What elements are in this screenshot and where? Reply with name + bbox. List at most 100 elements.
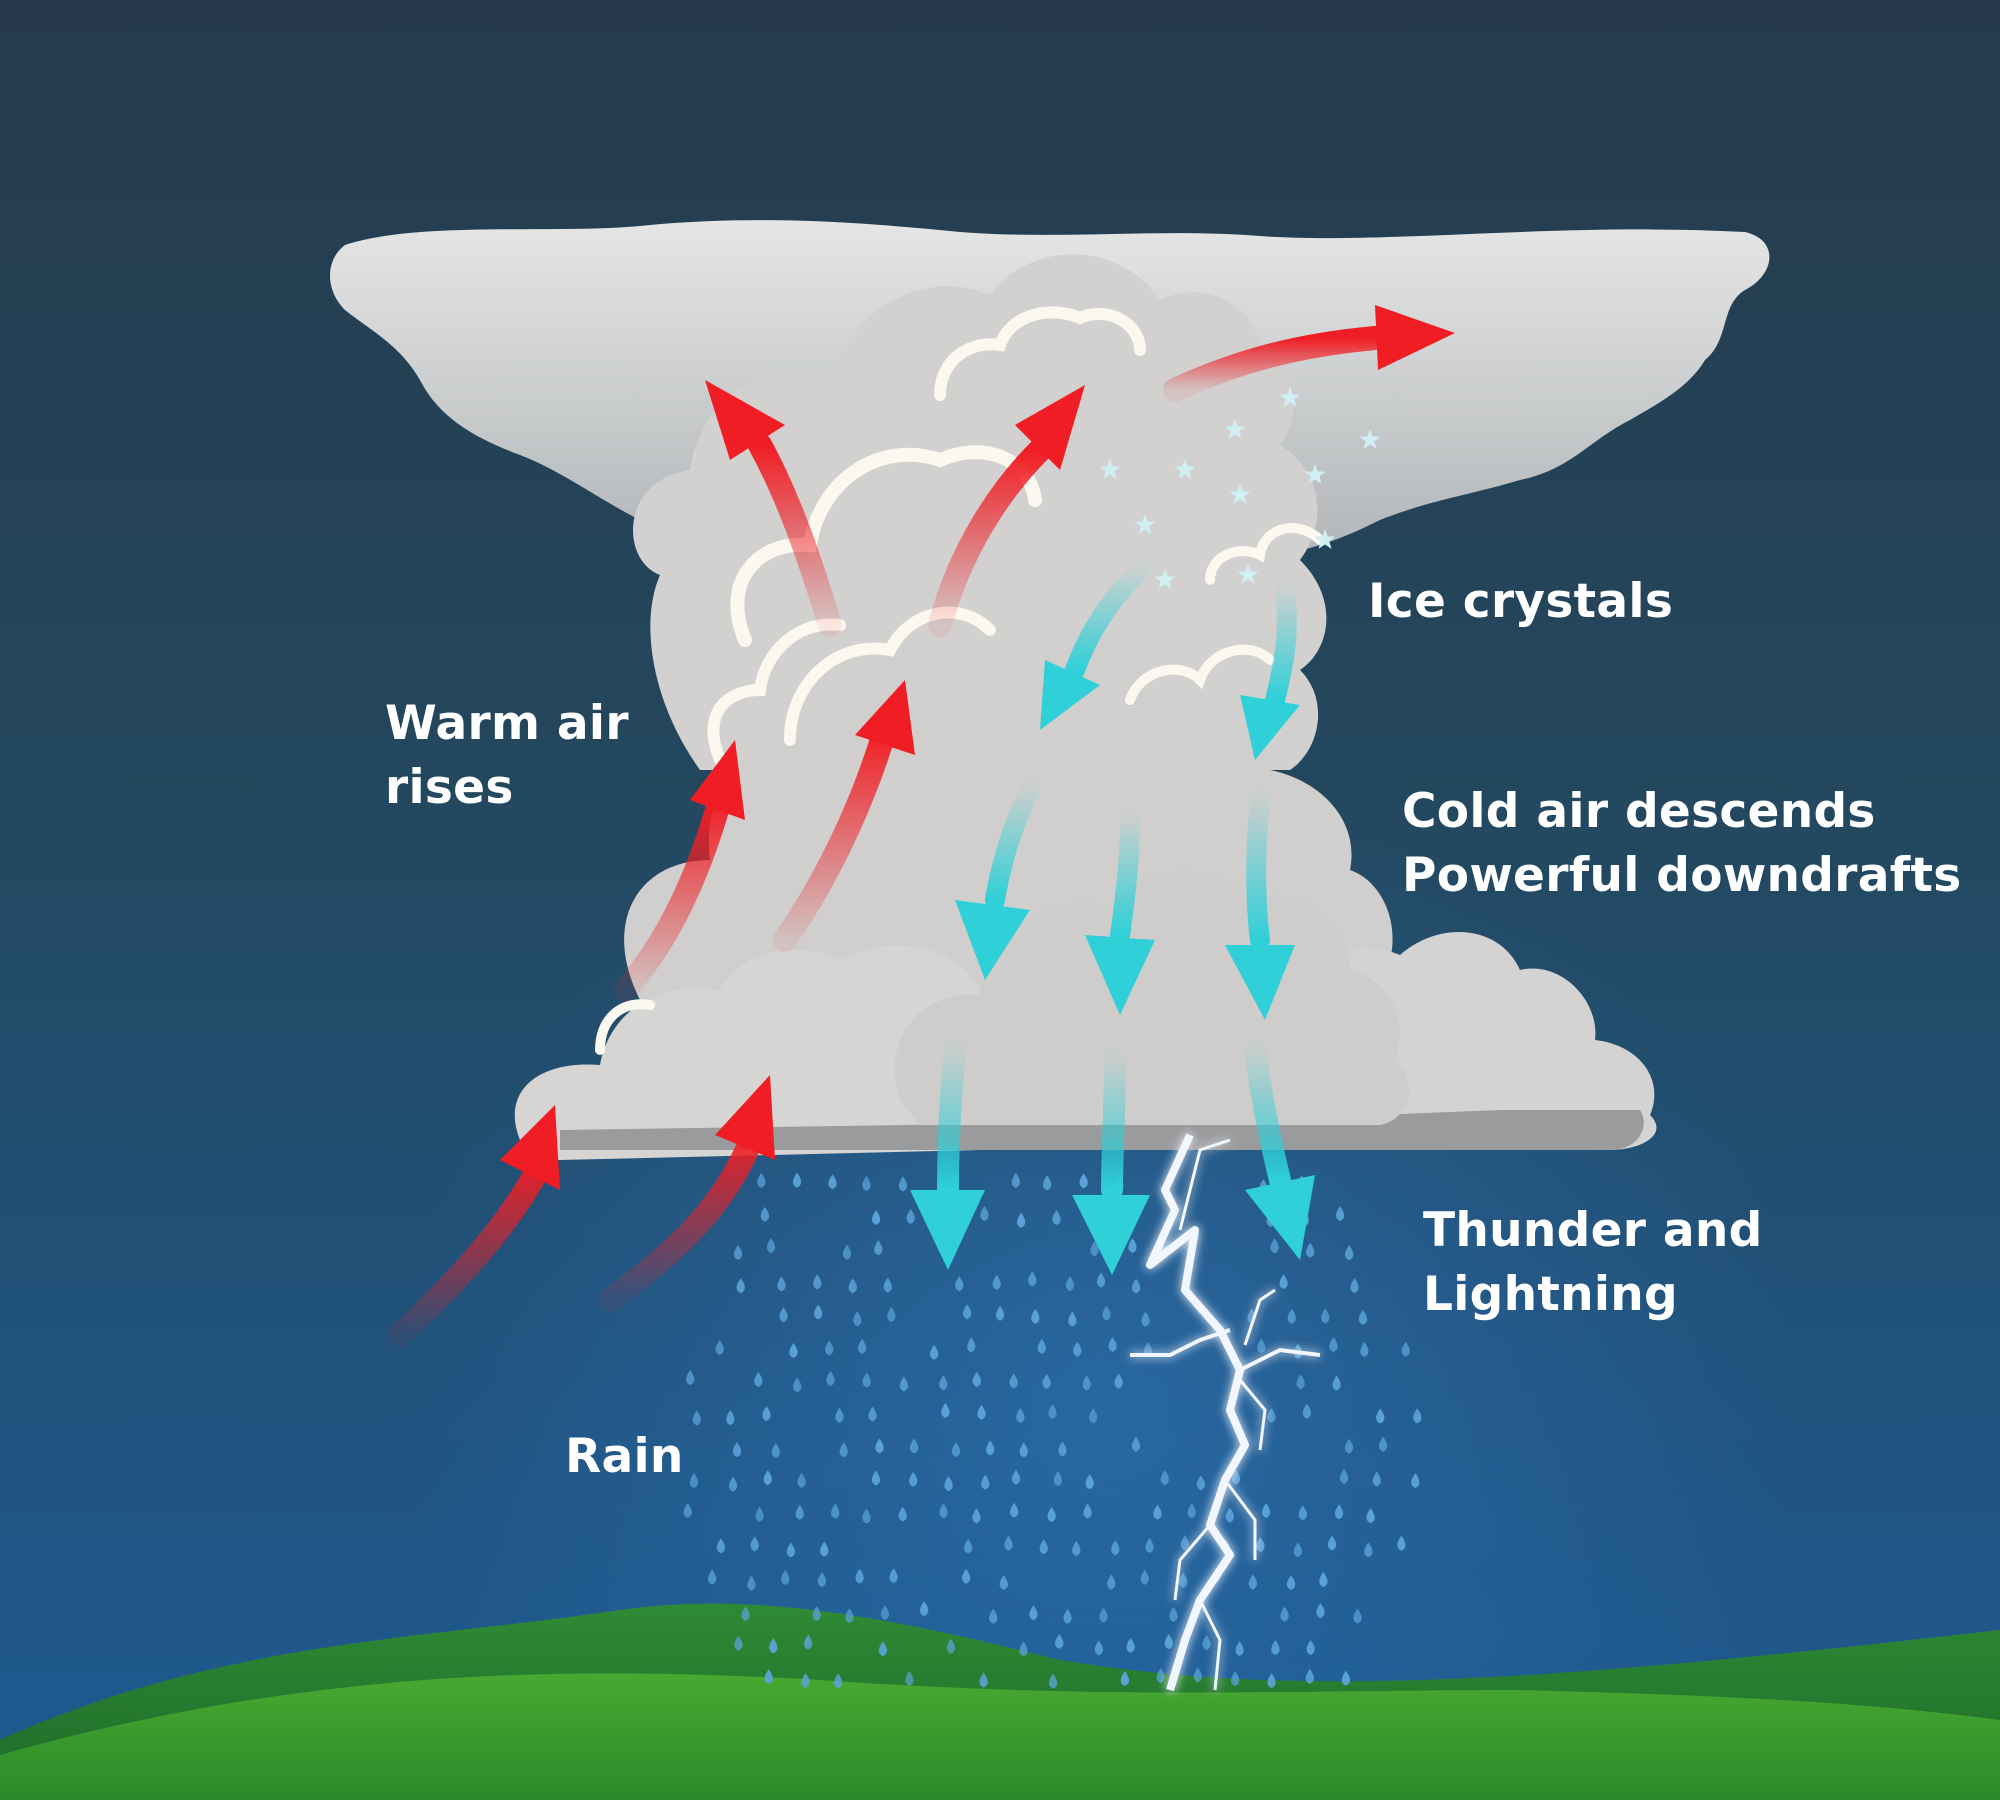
raindrop-icon bbox=[1055, 1634, 1064, 1650]
raindrop-icon bbox=[1225, 1507, 1234, 1523]
cold-air-label-line-1: Cold air descends bbox=[1402, 784, 1876, 839]
raindrop-icon bbox=[834, 1673, 843, 1689]
raindrop-icon bbox=[1048, 1404, 1057, 1420]
raindrop-icon bbox=[1321, 1308, 1330, 1324]
raindrop-icon bbox=[1327, 1535, 1337, 1551]
star-icon bbox=[1237, 564, 1259, 584]
raindrop-icon bbox=[1047, 1507, 1056, 1523]
raindrop-icon bbox=[1231, 1469, 1241, 1485]
raindrop-icon bbox=[862, 1508, 871, 1524]
raindrop-icon bbox=[1028, 1271, 1037, 1287]
thunder-lightning-label-line-1: Thunder and bbox=[1423, 1203, 1763, 1258]
cold-air-label: Cold air descends Powerful downdrafts bbox=[1402, 780, 1962, 908]
raindrop-icon bbox=[1141, 1311, 1150, 1327]
raindrop-icon bbox=[1004, 1535, 1013, 1551]
raindrop-icon bbox=[883, 1277, 892, 1293]
raindrop-icon bbox=[868, 1406, 877, 1422]
raindrop-icon bbox=[1187, 1503, 1196, 1519]
raindrop-icon bbox=[814, 1304, 823, 1320]
raindrop-icon bbox=[871, 1210, 881, 1226]
raindrop-icon bbox=[909, 1438, 919, 1454]
raindrop-icon bbox=[1256, 1537, 1265, 1553]
raindrop-icon bbox=[1065, 1276, 1075, 1292]
raindrop-icon bbox=[1073, 1341, 1082, 1357]
raindrop-icon bbox=[1271, 1640, 1280, 1656]
raindrop-icon bbox=[1267, 1407, 1276, 1423]
raindrop-icon bbox=[874, 1240, 883, 1256]
raindrop-icon bbox=[1058, 1441, 1067, 1457]
raindrop-icon bbox=[941, 1403, 950, 1419]
raindrop-icon bbox=[1102, 1305, 1111, 1321]
raindrop-icon bbox=[734, 1635, 743, 1651]
raindrop-icon bbox=[1332, 1375, 1341, 1391]
raindrop-icon bbox=[707, 1569, 717, 1585]
raindrop-icon bbox=[726, 1410, 735, 1426]
raindrop-icon bbox=[1358, 1309, 1368, 1325]
raindrop-icon bbox=[1079, 1173, 1088, 1189]
raindrop-icon bbox=[962, 1568, 971, 1584]
raindrop-icon bbox=[1378, 1436, 1388, 1452]
raindrop-icon bbox=[817, 1572, 827, 1588]
raindrop-icon bbox=[1019, 1641, 1028, 1657]
raindrop-icon bbox=[1126, 1637, 1135, 1653]
raindrop-icon bbox=[801, 1673, 810, 1689]
ice-crystals-label: Ice crystals bbox=[1368, 574, 1674, 629]
raindrop-icon bbox=[1279, 1274, 1288, 1290]
raindrop-icon bbox=[842, 1244, 852, 1260]
raindrop-icon bbox=[1090, 1241, 1099, 1257]
raindrop-icon bbox=[962, 1304, 972, 1320]
cold-arrow-icon-6 bbox=[910, 1039, 985, 1270]
raindrop-icon bbox=[889, 1568, 898, 1584]
raindrop-icon bbox=[1341, 1670, 1351, 1686]
raindrop-icon bbox=[1096, 1272, 1106, 1288]
raindrop-icon bbox=[986, 1440, 995, 1456]
raindrop-icon bbox=[683, 1502, 692, 1518]
warm-arrow-icon-5 bbox=[705, 380, 842, 637]
raindrop-icon bbox=[1017, 1212, 1026, 1228]
raindrop-icon bbox=[771, 1443, 780, 1459]
ice-crystals bbox=[1099, 387, 1381, 589]
raindrop-icon bbox=[826, 1371, 835, 1387]
raindrop-icon bbox=[1193, 1667, 1203, 1683]
raindrop-icon bbox=[899, 1376, 909, 1392]
raindrop-icon bbox=[946, 1638, 956, 1654]
raindrop-icon bbox=[972, 1508, 981, 1524]
raindrop-icon bbox=[732, 1442, 742, 1458]
raindrop-icon bbox=[1179, 1572, 1188, 1588]
raindrop-icon bbox=[1287, 1308, 1296, 1324]
raindrop-icon bbox=[1108, 1337, 1117, 1353]
raindrop-icon bbox=[951, 1442, 961, 1458]
star-icon bbox=[1154, 569, 1176, 589]
raindrop-icon bbox=[862, 1175, 871, 1191]
raindrop-icon bbox=[781, 1569, 790, 1585]
star-icon bbox=[1134, 514, 1156, 534]
raindrop-icon bbox=[777, 1276, 786, 1292]
raindrop-icon bbox=[1082, 1375, 1091, 1391]
raindrop-icon bbox=[1089, 1408, 1098, 1424]
raindrop-icon bbox=[728, 1476, 738, 1492]
raindrop-icon bbox=[1235, 1641, 1244, 1657]
raindrop-icon bbox=[839, 1442, 848, 1458]
raindrop-icon bbox=[1296, 1374, 1305, 1390]
star-icon bbox=[1099, 459, 1121, 479]
raindrop-icon bbox=[1131, 1278, 1141, 1294]
raindrop-icon bbox=[1353, 1608, 1362, 1624]
raindrop-icon bbox=[1029, 1605, 1038, 1621]
raindrop-icon bbox=[977, 1404, 986, 1420]
cold-arrow-icon-1 bbox=[1040, 560, 1150, 730]
raindrop-icon bbox=[992, 1275, 1001, 1291]
raindrop-icon bbox=[1336, 1206, 1345, 1222]
raindrop-icon bbox=[1009, 1373, 1018, 1389]
rain-drops bbox=[683, 1172, 1422, 1689]
raindrop-icon bbox=[804, 1634, 813, 1650]
raindrop-icon bbox=[797, 1472, 806, 1488]
raindrop-icon bbox=[760, 1206, 769, 1222]
raindrop-icon bbox=[1364, 1542, 1373, 1558]
warm-arrow-icon-3 bbox=[613, 740, 745, 1002]
raindrop-icon bbox=[1329, 1337, 1338, 1353]
raindrop-icon bbox=[1306, 1242, 1315, 1258]
raindrop-icon bbox=[766, 1238, 776, 1254]
cold-arrow-icon-8 bbox=[1244, 1039, 1315, 1260]
